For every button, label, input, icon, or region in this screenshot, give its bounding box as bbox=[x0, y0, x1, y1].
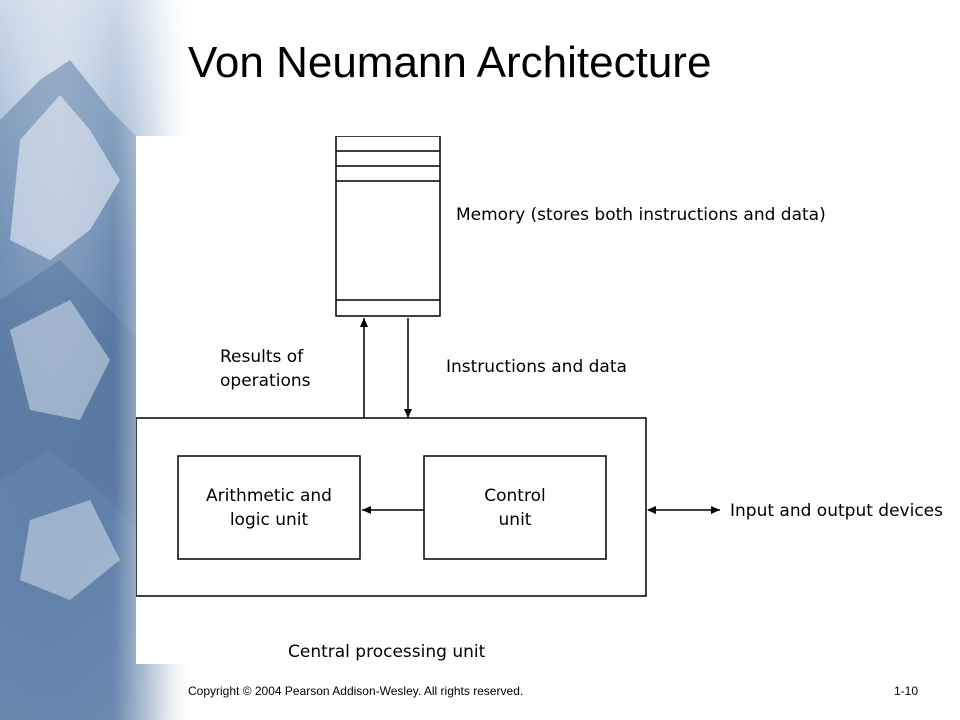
slide-title: Von Neumann Architecture bbox=[188, 38, 712, 87]
page-number: 1-10 bbox=[893, 684, 918, 698]
footer-copyright: Copyright © 2004 Pearson Addison-Wesley.… bbox=[188, 684, 524, 698]
memory-block bbox=[335, 136, 441, 317]
control-label-line1: Control bbox=[484, 486, 545, 506]
memory-label: Memory (stores both instructions and dat… bbox=[456, 205, 826, 225]
control-unit-box bbox=[423, 455, 607, 560]
control-label-line2: unit bbox=[499, 510, 532, 530]
results-label-line1: Results of bbox=[220, 347, 304, 367]
architecture-figure: Memory (stores both instructions and dat… bbox=[136, 136, 960, 664]
cpu-box bbox=[136, 417, 647, 597]
instructions-label: Instructions and data bbox=[446, 357, 627, 377]
memory-outline bbox=[335, 136, 441, 317]
results-label-line2: operations bbox=[220, 371, 311, 391]
von-neumann-diagram: Memory (stores both instructions and dat… bbox=[136, 136, 943, 662]
cpu-label: Central processing unit bbox=[288, 642, 486, 662]
alu-label-line2: logic unit bbox=[230, 510, 309, 530]
io-label: Input and output devices bbox=[730, 501, 943, 521]
alu-box bbox=[177, 455, 361, 560]
alu-label-line1: Arithmetic and bbox=[206, 486, 332, 506]
